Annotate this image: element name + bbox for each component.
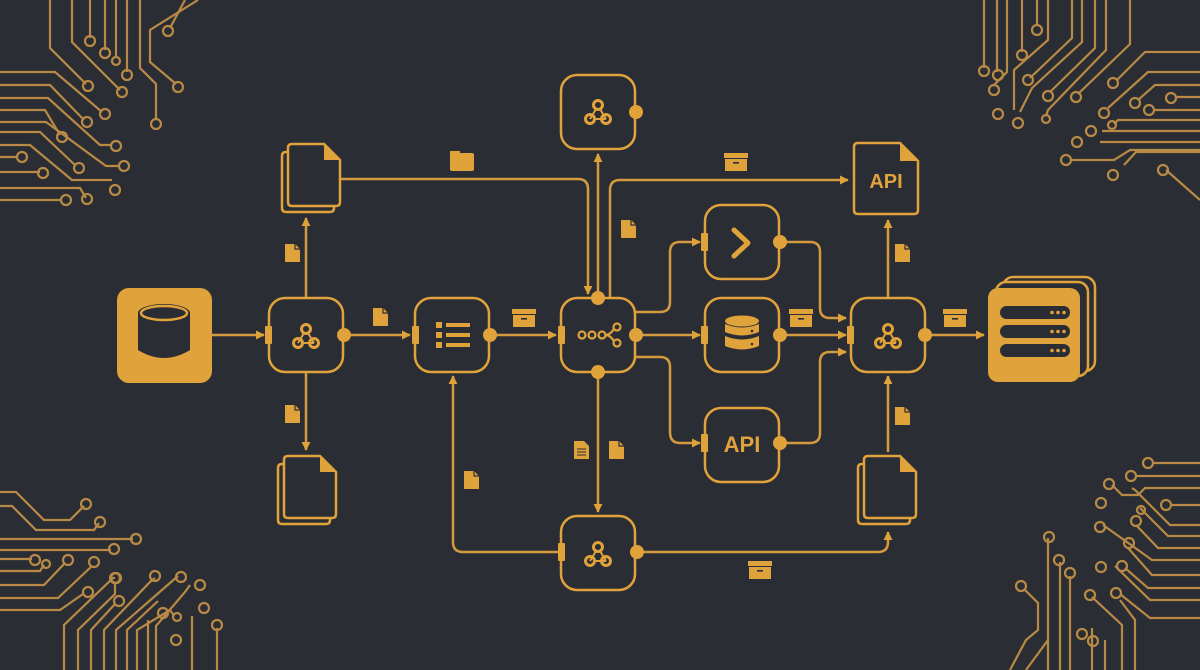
webhook-node-bottom[interactable]	[558, 514, 644, 592]
box-icon	[748, 561, 772, 579]
folder-icon	[450, 151, 474, 171]
file-icon	[894, 243, 911, 263]
box-icon	[943, 309, 967, 327]
document-stack-right-node[interactable]	[856, 454, 918, 526]
file-icon	[894, 406, 911, 426]
webhook-node-top[interactable]	[559, 73, 643, 151]
api-node-label: API	[724, 432, 761, 457]
server-stack-node[interactable]	[988, 275, 1097, 382]
box-icon	[512, 309, 536, 327]
edge-webhookbottom-list	[448, 375, 560, 554]
circuit-traces-top-left	[0, 0, 199, 207]
chevron-right-icon	[731, 227, 751, 259]
box-icon	[789, 309, 813, 327]
webhook-merge-node[interactable]	[847, 296, 932, 374]
share-flow-icon	[577, 322, 622, 348]
edge-router-terminal	[636, 237, 701, 314]
box-icon	[724, 153, 748, 171]
file-icon	[463, 470, 480, 490]
circuit-traces-bottom-right	[1009, 456, 1200, 670]
file-text-icon	[574, 441, 589, 459]
source-database-node[interactable]	[117, 288, 212, 383]
terminal-node[interactable]	[701, 203, 787, 281]
api-document-node[interactable]: API	[852, 141, 920, 216]
document-stack-bottom-node[interactable]	[276, 454, 338, 526]
file-icon	[284, 243, 301, 263]
document-stack-icon	[276, 454, 338, 526]
file-icon	[608, 440, 625, 460]
edge-api-merge	[780, 347, 847, 445]
list-icon	[436, 322, 470, 348]
database-icon	[138, 304, 190, 358]
packets	[284, 151, 967, 579]
document-stack-icon	[280, 142, 342, 214]
document-stack-icon	[856, 454, 918, 526]
circuit-traces-bottom-left	[0, 490, 224, 670]
router-node[interactable]	[558, 291, 643, 379]
file-icon	[284, 404, 301, 424]
edge-webhookbottom-docstackright	[640, 531, 893, 554]
api-node[interactable]: API	[701, 406, 787, 484]
edge-docstack-router	[340, 177, 593, 295]
circuit-traces-top-right	[977, 0, 1200, 201]
file-icon	[620, 219, 637, 239]
server-icon	[1000, 306, 1070, 357]
edge-router-api	[636, 355, 701, 448]
document-stack-top-node[interactable]	[280, 142, 342, 214]
file-icon	[372, 307, 389, 327]
api-document-label: API	[869, 171, 902, 193]
database-node[interactable]	[701, 296, 787, 374]
edge-router-apidoc	[608, 175, 849, 298]
edges	[212, 153, 985, 554]
database-stack-icon	[725, 315, 759, 350]
webhook-node-1[interactable]	[265, 296, 351, 374]
edge-terminal-merge	[780, 240, 847, 323]
list-node[interactable]	[412, 296, 497, 374]
